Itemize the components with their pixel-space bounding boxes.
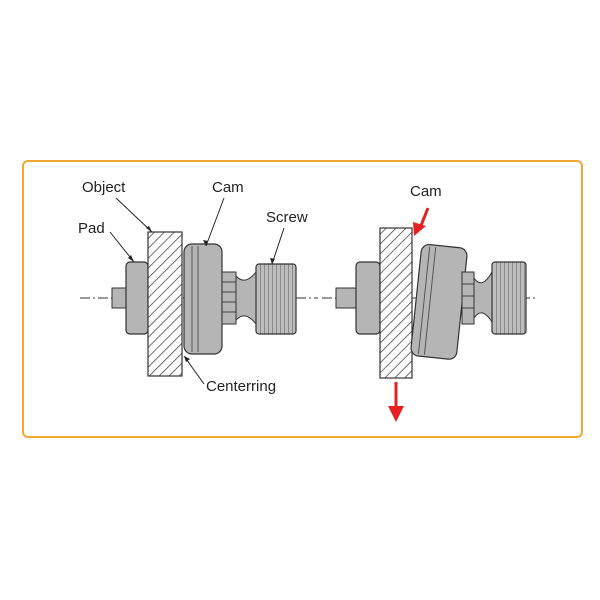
left-neck (235, 270, 257, 326)
left-pad (125, 261, 149, 335)
left-screw (255, 263, 297, 335)
right-pad (355, 261, 381, 335)
label-cam-right: Cam (410, 183, 442, 200)
right-assembly (322, 227, 538, 379)
label-object: Object (82, 179, 126, 196)
left-cam (183, 243, 223, 355)
object-down-arrow (388, 382, 404, 422)
right-neck (473, 270, 493, 324)
leader-cam-left (205, 197, 225, 247)
right-object (379, 227, 413, 379)
label-centerring: Centerring (206, 378, 276, 395)
label-cam-left: Cam (212, 179, 244, 196)
right-cam-teeth (461, 271, 475, 325)
label-pad: Pad (78, 220, 105, 237)
right-screw (491, 261, 527, 335)
right-cam (410, 243, 468, 360)
leader-object (115, 197, 153, 233)
left-cam-teeth (221, 271, 237, 325)
leader-screw (271, 227, 285, 265)
cam-force-arrow (413, 207, 430, 236)
label-screw: Screw (266, 209, 308, 226)
left-assembly (80, 231, 318, 377)
left-object (147, 231, 183, 377)
